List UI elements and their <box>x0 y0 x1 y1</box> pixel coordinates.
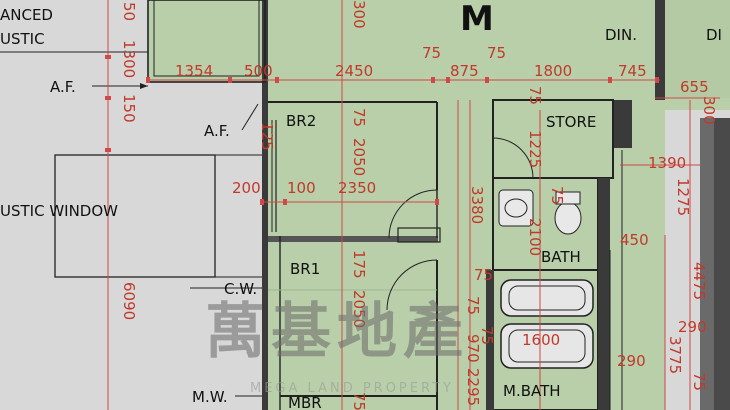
basin-bowl <box>504 198 528 218</box>
dim-1800: 1800 <box>534 62 572 80</box>
label-bath: BATH <box>541 248 581 266</box>
dim-75-d: 75 <box>526 86 544 105</box>
dim-3380: 3380 <box>468 186 486 224</box>
watermark-chinese: 萬基地產 <box>205 297 469 367</box>
af1-arrow <box>140 83 148 89</box>
br1-door-swing <box>386 259 438 311</box>
dim-200: 200 <box>232 179 261 197</box>
bath-left-wall <box>486 270 494 410</box>
dim-75-i: 75 <box>478 326 496 345</box>
dim-75-c: 75 <box>350 108 368 127</box>
dim-175: 175 <box>350 250 368 279</box>
dim-1390: 1390 <box>648 154 686 172</box>
dim-2050-a: 2050 <box>350 138 368 176</box>
dim-4475: 4475 <box>690 262 708 300</box>
dim-450: 450 <box>620 231 649 249</box>
dim-300-a: 300 <box>350 0 368 29</box>
dim-75-b: 75 <box>487 44 506 62</box>
dim-2450: 2450 <box>335 62 373 80</box>
label-mbr: MBR <box>288 394 322 410</box>
br-divider-wall <box>268 236 438 242</box>
balcony-area <box>148 0 265 82</box>
bath-right-wall <box>598 178 610 410</box>
bathtub-lower-inner <box>508 329 586 363</box>
wall-right-top <box>655 0 665 100</box>
bathtub-lower <box>500 323 594 369</box>
br2-door-swing <box>388 189 438 239</box>
dim-875: 875 <box>450 62 479 80</box>
store-door-swing <box>492 137 534 179</box>
wall-column <box>612 100 632 148</box>
dim-300-b: 300 <box>700 96 718 125</box>
dim-655: 655 <box>680 78 709 96</box>
dim-2100: 2100 <box>526 218 544 256</box>
dim-75-h: 75 <box>350 392 368 410</box>
dim-1225: 1225 <box>526 130 544 168</box>
dim-50: 50 <box>120 2 138 21</box>
label-br2: BR2 <box>286 112 316 130</box>
dim-75-f: 75 <box>474 266 493 284</box>
dim-75-e: 75 <box>548 186 566 205</box>
label-room-m: M <box>460 0 494 39</box>
dim-1300: 1300 <box>120 40 138 78</box>
label-acoustic: USTIC <box>0 30 45 48</box>
wall-right-inner <box>700 118 714 410</box>
label-acoustic-window: USTIC WINDOW <box>0 202 118 220</box>
watermark-english: MEGA LAND PROPERTY <box>250 381 454 396</box>
af2-leader <box>241 103 259 131</box>
dim-2295: 2295 <box>464 368 482 406</box>
label-cw: C.W. <box>224 280 257 298</box>
dim-500: 500 <box>244 62 273 80</box>
dining-area-far-right <box>665 0 730 98</box>
label-mw: M.W. <box>192 388 228 406</box>
dim-1354: 1354 <box>175 62 213 80</box>
dim-290-a: 290 <box>678 318 707 336</box>
dim-745: 745 <box>618 62 647 80</box>
bathtub-upper-inner <box>508 285 586 311</box>
dim-75-g: 75 <box>464 296 482 315</box>
dim-125: 125 <box>258 122 276 151</box>
basin <box>498 189 534 227</box>
acoustic-window-box <box>54 154 216 278</box>
label-store: STORE <box>546 113 596 131</box>
dim-1600: 1600 <box>522 331 560 349</box>
balcony-outline <box>147 0 266 83</box>
dim-75-j: 75 <box>690 372 708 391</box>
label-af-1: A.F. <box>50 78 76 96</box>
label-enhanced: ANCED <box>0 6 53 24</box>
label-din-1: DIN. <box>605 26 637 44</box>
label-af-2: A.F. <box>204 122 230 140</box>
dim-100: 100 <box>287 179 316 197</box>
dim-6090: 6090 <box>120 282 138 320</box>
dim-2350: 2350 <box>338 179 376 197</box>
dim-1275: 1275 <box>674 178 692 216</box>
label-din-2: DI <box>706 26 722 44</box>
dim-970: 970 <box>464 334 482 363</box>
balcony-inner <box>153 0 260 77</box>
dim-3775: 3775 <box>666 336 684 374</box>
toilet-tank <box>555 191 581 205</box>
label-br1: BR1 <box>290 260 320 278</box>
bathtub-upper <box>500 279 594 317</box>
toilet <box>554 201 582 235</box>
dimension-lines <box>107 0 720 410</box>
dim-150: 150 <box>120 94 138 123</box>
dim-75-a: 75 <box>422 44 441 62</box>
dim-290-b: 290 <box>617 352 646 370</box>
dim-2050-b: 2050 <box>350 290 368 328</box>
wardrobe <box>397 227 441 243</box>
dimension-ticks <box>105 55 659 205</box>
label-mbath: M.BATH <box>503 382 561 400</box>
wall-left-main <box>262 0 268 410</box>
